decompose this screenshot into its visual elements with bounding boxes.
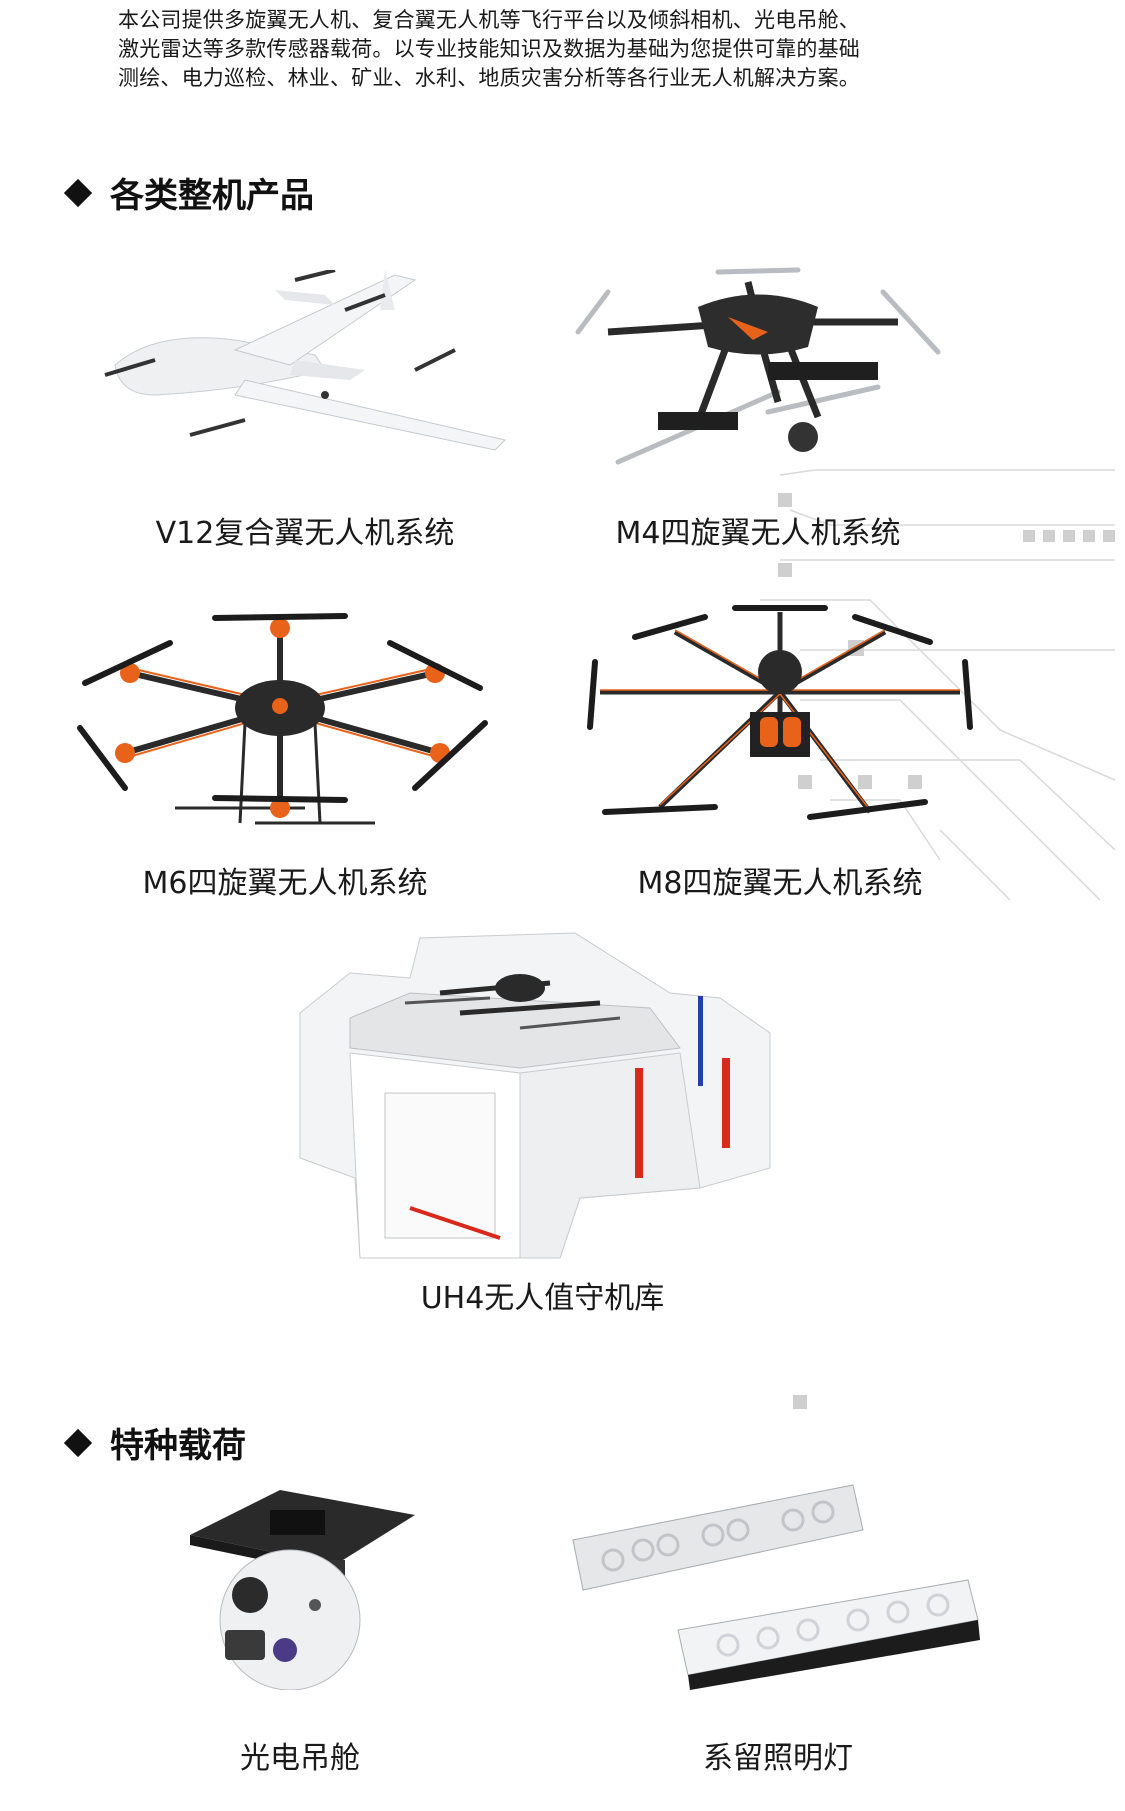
drone-hangar-icon (299, 932, 771, 1259)
section-title-products: 各类整机产品 (60, 168, 314, 217)
section-title-payloads: 特种载荷 (60, 1418, 246, 1467)
tethered-light-bar-icon (572, 1484, 980, 1690)
product-caption: M4四旋翼无人机系统 (615, 516, 901, 551)
payload-caption: 系留照明灯 (703, 1741, 853, 1776)
product-caption: M6四旋翼无人机系统 (142, 866, 428, 901)
product-caption: UH4无人值守机库 (420, 1281, 665, 1316)
product-caption: V12复合翼无人机系统 (155, 516, 455, 551)
diamond-bullet-icon (63, 1428, 93, 1457)
diamond-bullet-icon (63, 178, 93, 207)
intro-paragraph: 本公司提供多旋翼无人机、复合翼无人机等飞行平台以及倾斜相机、光电吊舱、 激光雷达… (118, 8, 860, 90)
fixed-wing-vtol-drone-icon (104, 270, 506, 451)
gimbal-camera-pod-icon (190, 1490, 415, 1690)
quadcopter-drone-icon (575, 267, 941, 465)
hexacopter-drone-icon (77, 613, 488, 825)
payload-caption: 光电吊舱 (240, 1741, 360, 1776)
octocopter-drone-icon (587, 605, 973, 820)
product-caption: M8四旋翼无人机系统 (637, 866, 923, 901)
